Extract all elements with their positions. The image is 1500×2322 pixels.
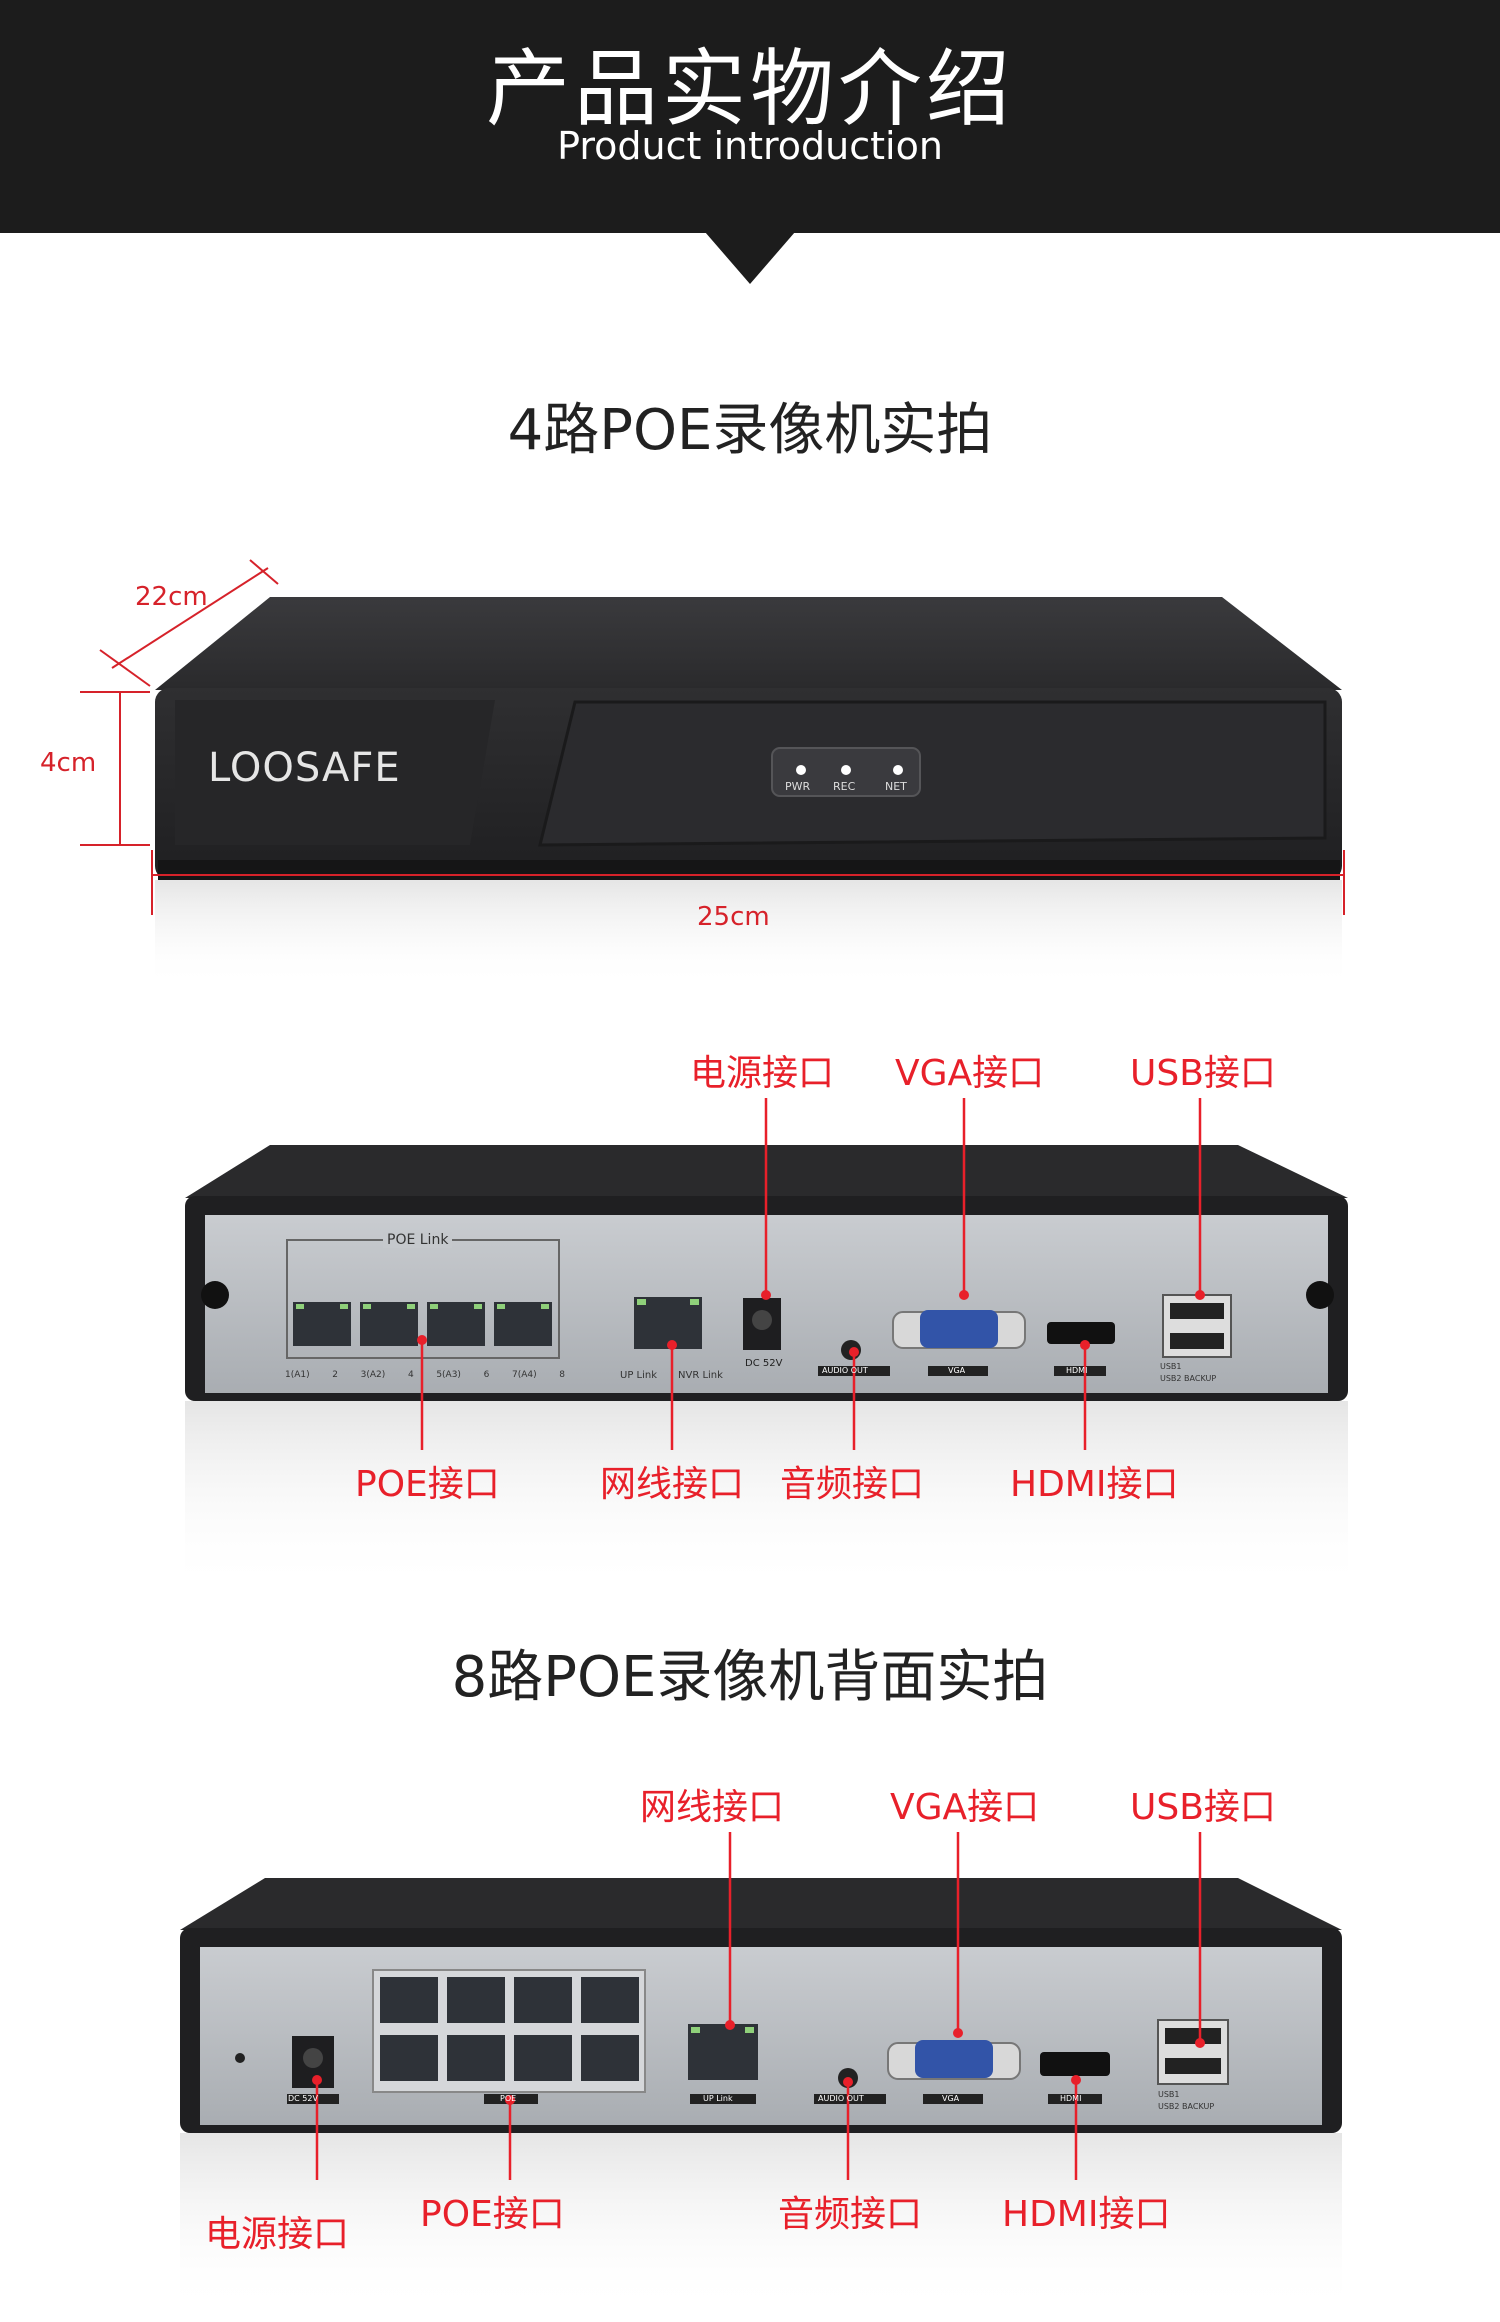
up-link-label: UP Link bbox=[620, 1370, 658, 1381]
usb2-label: USB2 BACKUP bbox=[1160, 1374, 1217, 1383]
port-number: 5(A3) bbox=[436, 1370, 461, 1380]
section-front-title: 4路POE录像机实拍 bbox=[507, 398, 993, 463]
header-banner bbox=[0, 0, 1500, 233]
poe-link-label: POE Link bbox=[383, 1232, 453, 1248]
port-number: 4 bbox=[407, 1370, 414, 1380]
leader-lines-4ch bbox=[420, 1098, 1202, 1450]
callout-poe-8ch: POE接口 bbox=[420, 2194, 565, 2235]
nvr-4ch-back-device bbox=[185, 1145, 1348, 1591]
port-number-row: 1(A1) 2 3(A2) 4 5(A3) 6 7(A4) 8 bbox=[285, 1370, 565, 1380]
poe-panel-label: POE bbox=[500, 2094, 517, 2103]
nvr-link-label: NVR Link bbox=[678, 1370, 723, 1381]
led-label-rec: REC bbox=[833, 780, 856, 793]
header-notch bbox=[705, 232, 795, 284]
port-number: 7(A4) bbox=[511, 1370, 537, 1380]
usb1-label-8ch: USB1 bbox=[1158, 2090, 1180, 2099]
led-label-pwr: PWR bbox=[785, 780, 811, 793]
callout-usb: USB接口 bbox=[1130, 1053, 1276, 1094]
callout-vga: VGA接口 bbox=[895, 1053, 1045, 1094]
leader-lines-8ch bbox=[315, 1832, 1202, 2180]
nvr-front-device bbox=[155, 597, 1342, 987]
hdmi-port-label: HDMI bbox=[1066, 1366, 1088, 1375]
dc-label: DC 52V bbox=[745, 1358, 783, 1369]
callout-vga-8ch: VGA接口 bbox=[890, 1787, 1040, 1828]
nvr-8ch-back-device bbox=[180, 1878, 1342, 2313]
callout-power-8ch: 电源接口 bbox=[205, 2214, 350, 2255]
pwr-led-icon bbox=[796, 765, 806, 775]
usb1-label: USB1 bbox=[1160, 1362, 1182, 1371]
net-led-icon bbox=[893, 765, 903, 775]
callout-poe: POE接口 bbox=[355, 1464, 500, 1505]
vga-port-label-8ch: VGA bbox=[942, 2094, 960, 2103]
dimension-depth: 22cm bbox=[135, 582, 208, 612]
section-back8-title: 8路POE录像机背面实拍 bbox=[451, 1645, 1049, 1710]
up-link-label-8ch: UP Link bbox=[703, 2094, 733, 2103]
callout-lan: 网线接口 bbox=[600, 1464, 745, 1505]
dc-label-8ch: DC 52V bbox=[288, 2094, 318, 2103]
dimension-height: 4cm bbox=[40, 748, 97, 778]
audio-out-label: AUDIO OUT bbox=[822, 1366, 868, 1375]
led-label-net: NET bbox=[885, 780, 907, 793]
port-number: 8 bbox=[559, 1370, 565, 1380]
dimension-lines bbox=[80, 559, 1345, 915]
port-number: 1(A1) bbox=[285, 1370, 310, 1380]
callout-audio: 音频接口 bbox=[780, 1464, 925, 1505]
callout-lan-8ch: 网线接口 bbox=[640, 1787, 785, 1828]
page-subtitle: Product introduction bbox=[557, 124, 943, 168]
callout-usb-8ch: USB接口 bbox=[1130, 1787, 1276, 1828]
audio-out-label-8ch: AUDIO OUT bbox=[818, 2094, 864, 2103]
page-title: 产品实物介绍 bbox=[485, 40, 1014, 138]
callout-hdmi-8ch: HDMI接口 bbox=[1002, 2194, 1171, 2235]
port-number: 6 bbox=[483, 1370, 490, 1380]
hdmi-port-label-8ch: HDMI bbox=[1060, 2094, 1082, 2103]
vga-port-label: VGA bbox=[948, 1366, 966, 1375]
callout-hdmi: HDMI接口 bbox=[1010, 1464, 1179, 1505]
usb2-label-8ch: USB2 BACKUP bbox=[1158, 2102, 1215, 2111]
brand-logo-text: LOOSAFE bbox=[208, 745, 401, 791]
callout-power: 电源接口 bbox=[690, 1053, 835, 1094]
port-number: 3(A2) bbox=[360, 1370, 386, 1380]
callout-audio-8ch: 音频接口 bbox=[778, 2194, 923, 2235]
rec-led-icon bbox=[841, 765, 851, 775]
port-number: 2 bbox=[332, 1370, 339, 1380]
dimension-width: 25cm bbox=[697, 902, 770, 932]
